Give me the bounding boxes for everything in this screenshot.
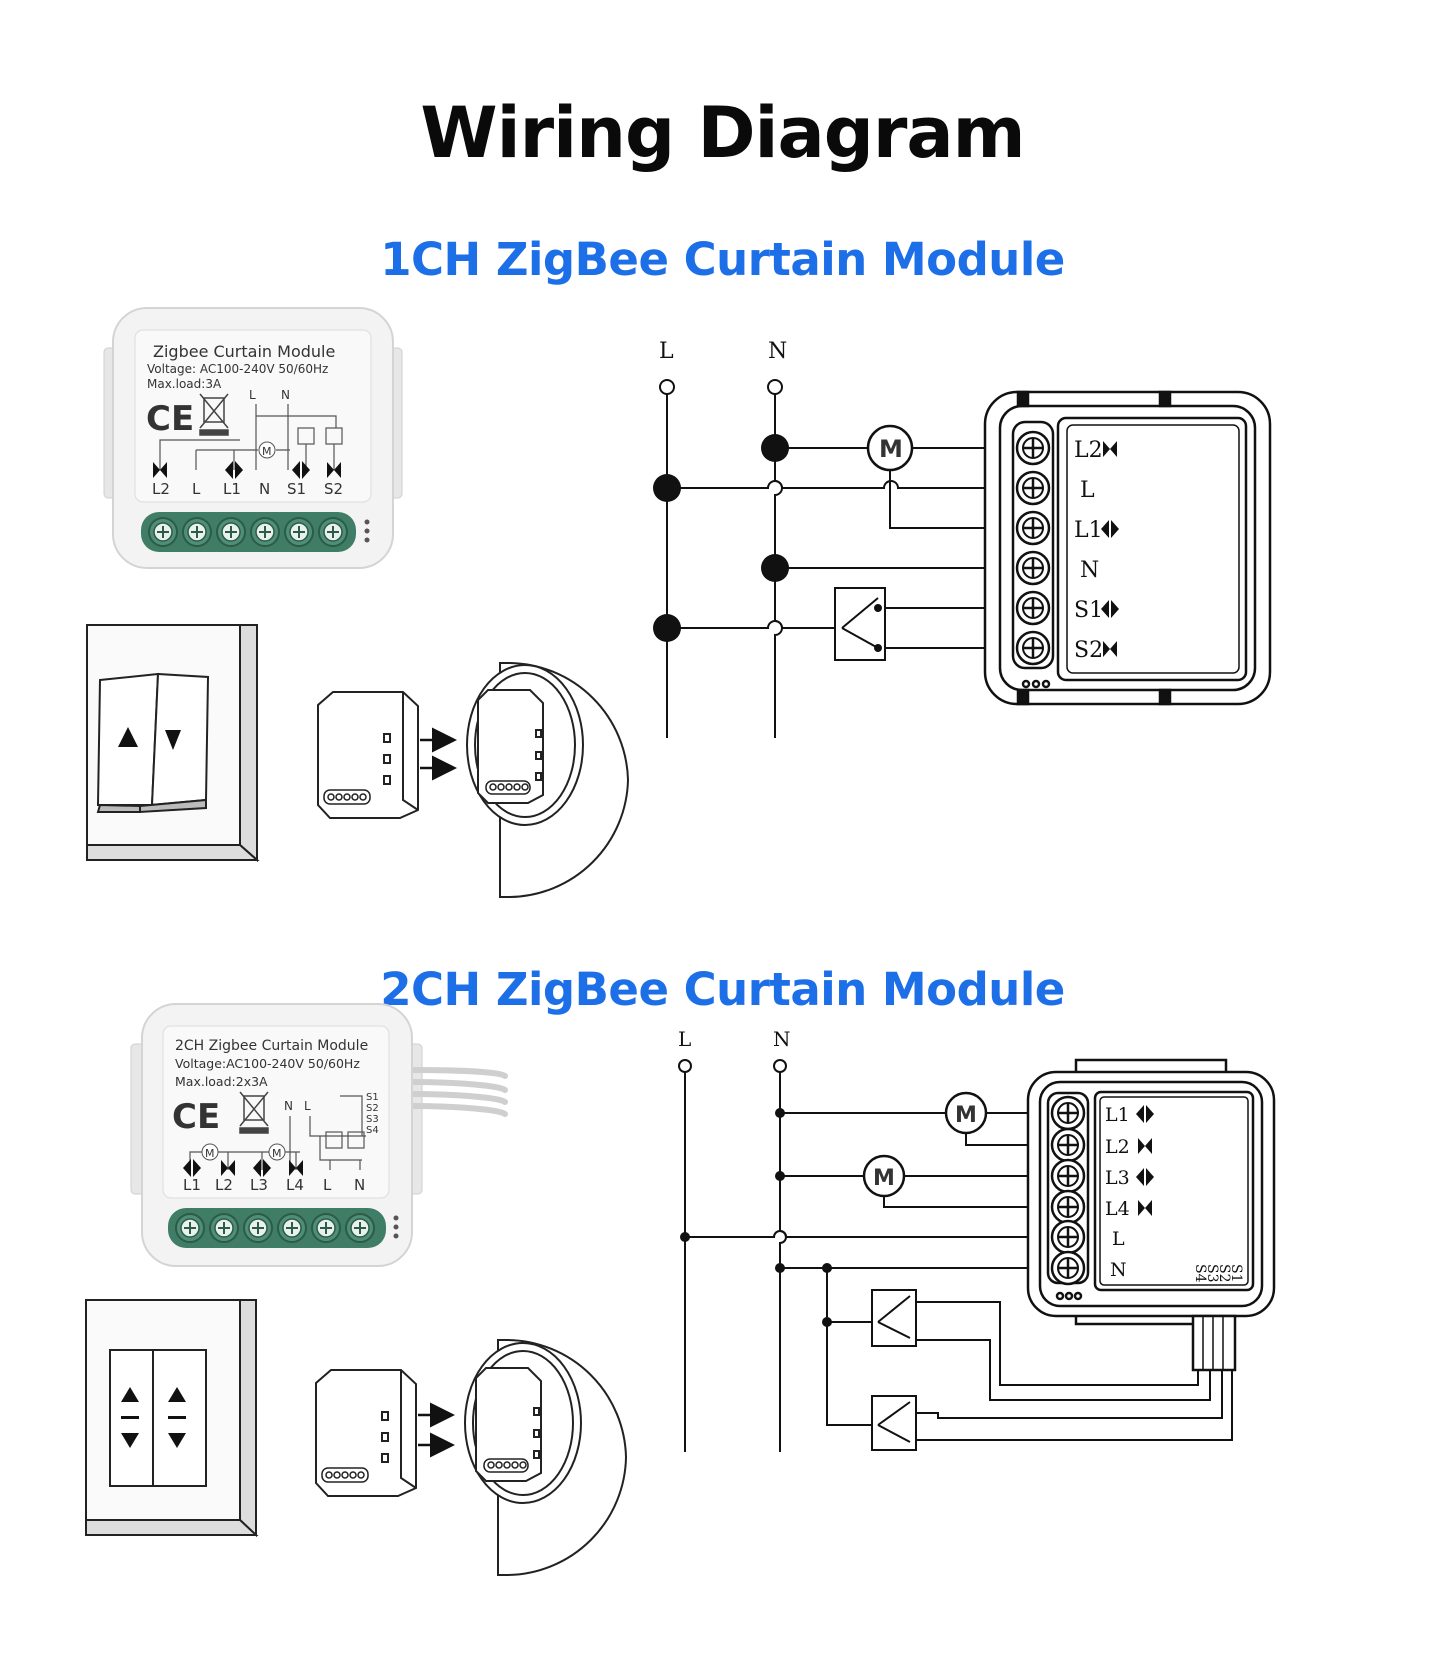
dual-switch-icon [834,587,886,661]
divider-icon [168,1416,186,1419]
schematic2-s-label: S1 [1228,1264,1244,1283]
section1-wall-box [466,662,630,898]
junction-dot [653,474,681,502]
schematic2-line-n-label: N [773,1027,791,1051]
motor-icon [862,1154,906,1198]
schematic2-motor-label: M [873,1166,895,1191]
module1-label-top-n: N [281,388,290,402]
module1-terminal-label: L1 [223,480,241,498]
junction-dot [653,614,681,642]
schematic2-terminal-label: L3 [1105,1167,1130,1189]
module1-terminal-label: S2 [324,480,343,498]
module2-terminal-label: L1 [183,1176,201,1194]
section-2-heading: 2CH ZigBee Curtain Module [380,963,1065,1016]
up-arrow-icon [168,1387,186,1402]
n-terminal-icon [767,379,783,395]
module1-label-schematic [159,404,343,470]
schematic1-line-n-label: N [768,339,787,364]
module1-label-name: Zigbee Curtain Module [153,342,335,361]
dual-switch-icon [871,1289,917,1347]
down-arrow-icon [121,1433,139,1448]
module2-label-top-l: L [304,1099,311,1113]
schematic2-s-label: S4 [1192,1264,1208,1283]
schematic1-motor-label: M [879,435,903,463]
module1-label-top-l: L [249,388,256,402]
module1-label-motor: M [262,445,272,458]
module2-label-voltage: Voltage:AC100-240V 50/60Hz [175,1056,360,1071]
down-arrow-icon [168,1433,186,1448]
section1-schematic: L N M [653,339,1272,738]
module2-terminal-label: L2 [215,1176,233,1194]
schematic1-terminal-label: S2 [1074,638,1103,663]
section1-install-illustration [317,691,419,819]
schematic1-line-l-label: L [659,339,674,364]
module2-wires [407,1067,508,1117]
ce-mark-icon: CE [172,1097,220,1137]
motor-icon [944,1091,988,1135]
module2-terminal-label: L [323,1176,332,1194]
module1-label-voltage: Voltage: AC100-240V 50/60Hz [147,362,328,376]
section2-wall-box [464,1339,628,1576]
section2-module-photo: 2CH Zigbee Curtain Module Voltage:AC100-… [130,1003,508,1267]
down-arrow-icon [165,730,181,750]
schematic2-line-l-label: L [678,1027,691,1051]
schematic2-s-label: S2 [1216,1264,1232,1283]
weee-bin-icon [239,1091,269,1134]
module2-label-s: S1 [366,1092,379,1103]
l-terminal-icon [678,1059,692,1073]
module2-label-name: 2CH Zigbee Curtain Module [175,1038,368,1054]
schematic1-terminal-label: S1 [1074,598,1103,623]
module2-terminal-label: N [354,1176,365,1194]
divider-icon [121,1416,139,1419]
module1-terminal-label: S1 [287,480,306,498]
schematic2-terminal-label: L [1112,1228,1125,1250]
module2-label-top-n: N [284,1099,293,1113]
schematic2-motor-label: M [955,1103,977,1128]
module2-label-maxload: Max.load:2x3A [175,1074,268,1089]
junction-dot [761,554,789,582]
module2-label-s: S4 [366,1125,379,1136]
schematic1-terminal-label: N [1080,558,1099,583]
schematic2-terminal-label: N [1110,1259,1127,1281]
module2-label-s: S2 [366,1103,379,1114]
module2-label-motor: M [205,1147,215,1160]
up-arrow-icon [121,1387,139,1402]
schematic1-terminal-label: L2 [1074,438,1103,463]
schematic1-terminal-label: L1 [1074,518,1103,543]
dual-switch-icon [871,1395,917,1451]
section-1-heading: 1CH ZigBee Curtain Module [380,233,1065,286]
schematic2-terminal-label: L4 [1105,1198,1130,1220]
up-arrow-icon [118,727,138,747]
module2-terminal-label: L4 [286,1176,304,1194]
weee-bin-icon [199,393,229,436]
l-terminal-icon [659,379,675,395]
section2-schematic: L N M M [678,1027,1276,1452]
module1-terminal-label: N [259,480,270,498]
page-title: Wiring Diagram [420,92,1025,174]
schematic2-junctions [680,1108,832,1327]
module2-terminal-label: L3 [250,1176,268,1194]
module1-label-maxload: Max.load:3A [147,377,222,391]
schematic2-s-label: S3 [1204,1264,1220,1283]
module1-terminal-label: L [192,480,201,498]
module2-label-s: S3 [366,1114,379,1125]
section2-switch-arrows [121,1387,186,1448]
n-terminal-icon [773,1059,787,1073]
module2-label-schematic [189,1095,366,1170]
section1-module-photo: Zigbee Curtain Module Voltage: AC100-240… [103,307,403,569]
module1-terminal-label: L2 [152,480,170,498]
junction-dot [761,434,789,462]
section2-install-illustration [315,1369,417,1497]
schematic2-terminal-label: L1 [1105,1104,1130,1126]
schematic2-terminal-label: L2 [1105,1136,1130,1158]
motor-icon [866,424,914,472]
module2-label-motor: M [272,1147,282,1160]
ce-mark-icon: CE [146,399,194,439]
schematic1-terminal-label: L [1080,478,1095,503]
